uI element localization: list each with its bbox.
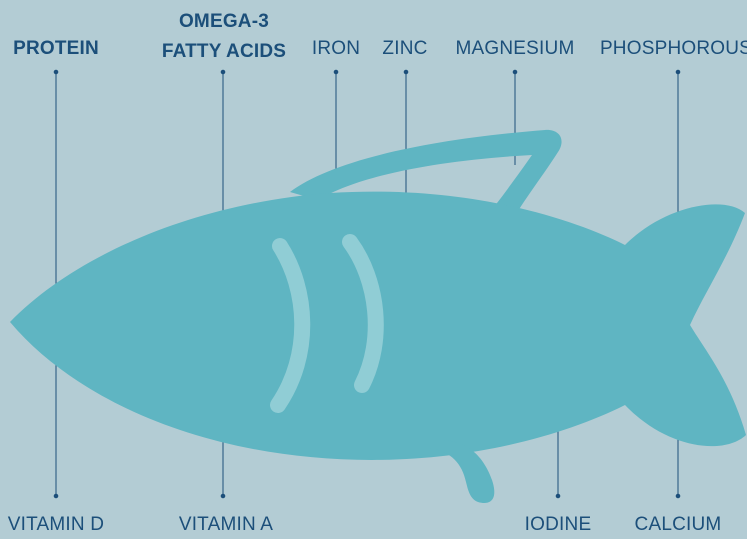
- leader-dot-phosphorous: [676, 70, 680, 74]
- leader-dot-zinc: [404, 70, 408, 74]
- label-vitamin-a: VITAMIN A: [179, 514, 273, 536]
- label-iron: IRON: [312, 38, 360, 60]
- leader-dot-iron: [334, 70, 338, 74]
- label-iodine: IODINE: [525, 514, 592, 536]
- label-zinc: ZINC: [382, 38, 427, 60]
- leader-dot-iodine: [556, 494, 560, 498]
- label-magnesium: MAGNESIUM: [456, 38, 575, 60]
- leader-dot-vitamin-d: [54, 494, 58, 498]
- leader-dot-vitamin-a: [221, 494, 225, 498]
- leader-dot-omega3: [221, 70, 225, 74]
- leader-dot-calcium: [676, 494, 680, 498]
- label-omega3-line1: OMEGA-3: [162, 7, 286, 37]
- label-vitamin-d: VITAMIN D: [8, 514, 104, 536]
- label-protein: PROTEIN: [13, 38, 99, 60]
- label-omega3-line2: FATTY ACIDS: [162, 37, 286, 67]
- label-omega3-fatty-acids: OMEGA-3 FATTY ACIDS: [162, 7, 286, 67]
- label-calcium: CALCIUM: [635, 514, 722, 536]
- leader-dot-protein: [54, 70, 58, 74]
- leader-dot-magnesium: [513, 70, 517, 74]
- label-phosphorous: PHOSPHOROUS: [600, 38, 747, 60]
